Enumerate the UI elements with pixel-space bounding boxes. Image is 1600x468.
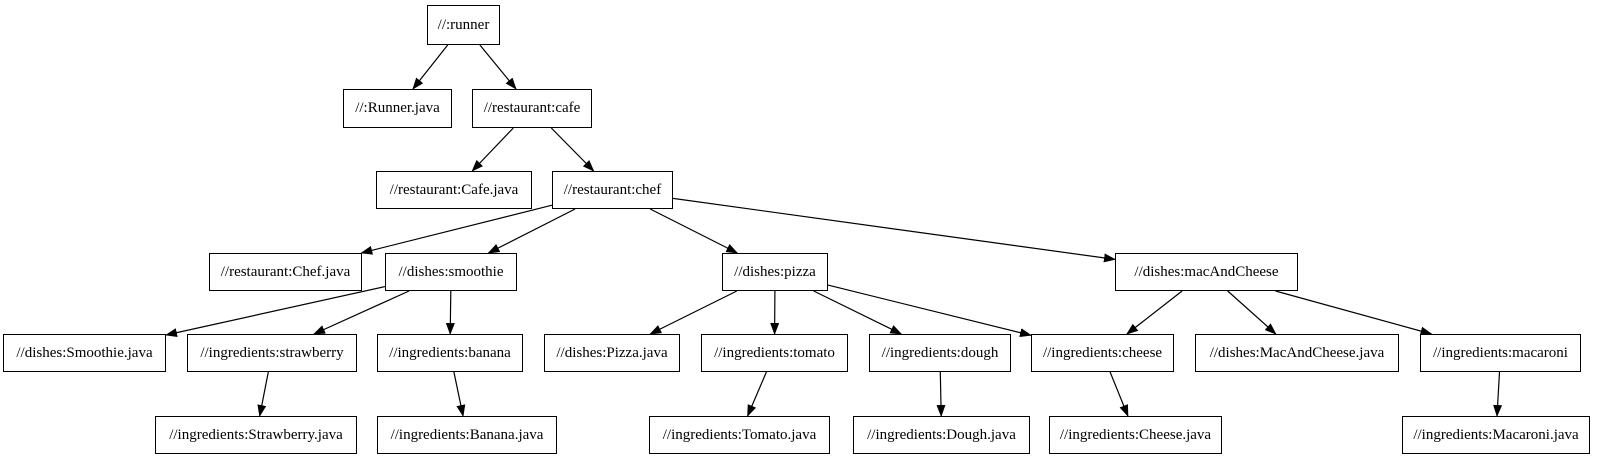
graph-node-tomato-java: //ingredients:Tomato.java — [649, 416, 830, 454]
graph-node-smoothie: //dishes:smoothie — [385, 253, 517, 291]
graph-node-smoothie-java: //dishes:Smoothie.java — [3, 334, 166, 372]
edge-mac-and-cheese-to-cheese — [1126, 290, 1183, 335]
edge-mac-and-cheese-to-macaroni — [1275, 290, 1433, 336]
graph-node-cheese-java: //ingredients:Cheese.java — [1049, 416, 1222, 454]
edge-cafe-to-cafe-java — [471, 127, 514, 172]
graph-node-tomato: //ingredients:tomato — [701, 334, 848, 372]
graph-node-banana: //ingredients:banana — [377, 334, 523, 372]
edge-runner-to-runner-java — [412, 44, 449, 90]
graph-node-chef-java: //restaurant:Chef.java — [209, 253, 362, 291]
edge-strawberry-to-strawberry-java — [257, 371, 269, 417]
edge-runner-to-cafe — [479, 44, 517, 90]
edge-dough-to-dough-java — [936, 371, 946, 417]
edge-smoothie-to-banana — [445, 290, 455, 335]
graph-node-strawberry-java: //ingredients:Strawberry.java — [155, 416, 357, 454]
edge-smoothie-to-smoothie-java — [165, 286, 386, 338]
edge-chef-to-chef-java — [360, 204, 553, 255]
graph-node-banana-java: //ingredients:Banana.java — [377, 416, 557, 454]
graph-node-mac-and-cheese: //dishes:macAndCheese — [1115, 253, 1298, 291]
edge-mac-and-cheese-to-mac-and-cheese-java — [1227, 290, 1277, 335]
graph-node-mac-and-cheese-java: //dishes:MacAndCheese.java — [1195, 334, 1399, 372]
edge-chef-to-smoothie — [487, 208, 576, 254]
graph-node-dough-java: //ingredients:Dough.java — [853, 416, 1030, 454]
graph-node-cafe-java: //restaurant:Cafe.java — [376, 171, 532, 209]
edge-banana-to-banana-java — [453, 371, 466, 417]
edge-tomato-to-tomato-java — [747, 371, 767, 417]
graph-node-runner-java: //:Runner.java — [343, 89, 452, 128]
edge-smoothie-to-strawberry — [313, 290, 410, 335]
graph-node-cheese: //ingredients:cheese — [1031, 334, 1174, 372]
edge-chef-to-mac-and-cheese — [672, 197, 1116, 263]
edge-pizza-to-dough — [813, 290, 903, 335]
graph-node-pizza: //dishes:pizza — [722, 253, 828, 291]
edge-pizza-to-cheese — [827, 284, 1032, 338]
edge-macaroni-to-macaroni-java — [1493, 371, 1503, 417]
graph-node-chef: //restaurant:chef — [552, 171, 673, 209]
edge-cheese-to-cheese-java — [1109, 371, 1129, 417]
edge-pizza-to-pizza-java — [649, 290, 738, 335]
edge-cafe-to-chef — [550, 127, 595, 172]
graph-node-pizza-java: //dishes:Pizza.java — [544, 334, 680, 372]
edge-chef-to-pizza — [649, 208, 739, 254]
graph-node-macaroni-java: //ingredients:Macaroni.java — [1402, 416, 1590, 454]
graph-node-runner: //:runner — [427, 5, 500, 45]
graph-node-dough: //ingredients:dough — [869, 334, 1011, 372]
graph-node-cafe: //restaurant:cafe — [472, 89, 592, 128]
graph-node-macaroni: //ingredients:macaroni — [1420, 334, 1581, 372]
graph-node-strawberry: //ingredients:strawberry — [187, 334, 357, 372]
